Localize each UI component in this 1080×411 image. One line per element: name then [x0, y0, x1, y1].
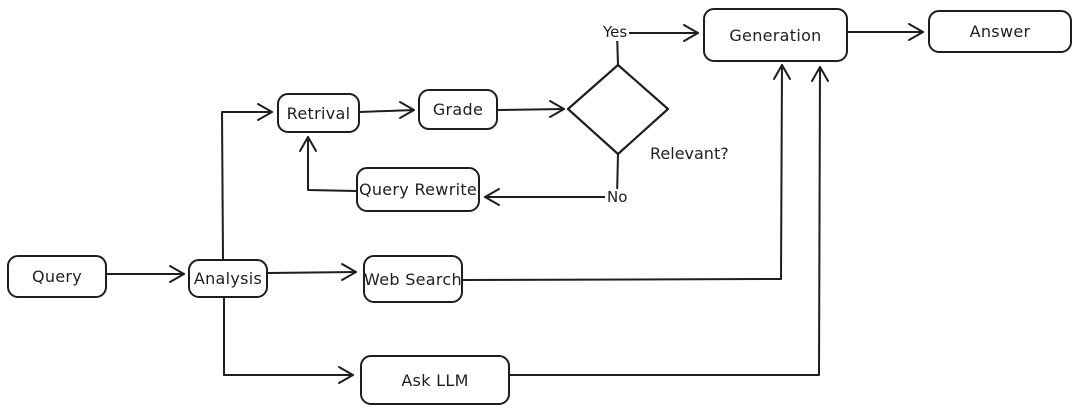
edge-analysis-askllm [223, 297, 354, 384]
relevant-diamond-label: Relevant? [650, 144, 729, 163]
node-answer-label: Answer [969, 22, 1031, 41]
edge-analysis-retrieval [221, 103, 273, 260]
node-generation: Generation [703, 8, 848, 62]
node-grade: Grade [418, 89, 498, 130]
edge-label-yes: Yes [601, 23, 630, 41]
edge-label-no: No [605, 188, 630, 206]
node-query-label: Query [31, 267, 83, 286]
node-retrieval: Retrival [277, 93, 360, 133]
edge-grade-relevant [497, 100, 565, 118]
edge-generation-answer [847, 23, 924, 41]
edge-websearch-generation [462, 64, 791, 281]
node-query-rewrite-label: Query Rewrite [358, 180, 478, 199]
edge-askllm-generation [509, 66, 829, 376]
node-web-search: Web Search [363, 255, 463, 303]
edge-queryrewrite-retrieval [299, 136, 357, 192]
node-answer: Answer [928, 10, 1072, 53]
edge-analysis-websearch [267, 263, 357, 281]
node-ask-llm-label: Ask LLM [401, 370, 469, 390]
node-analysis: Analysis [188, 259, 268, 298]
node-ask-llm: Ask LLM [360, 355, 510, 405]
edge-retrieval-grade [359, 101, 415, 119]
edge-query-analysis [106, 265, 185, 283]
node-analysis-label: Analysis [193, 269, 263, 288]
node-query-rewrite: Query Rewrite [356, 167, 480, 212]
edge-relevant-no-queryrewrite [484, 153, 619, 206]
node-retrieval-label: Retrival [286, 103, 351, 123]
node-generation-label: Generation [729, 25, 822, 45]
node-web-search-label: Web Search [364, 269, 462, 289]
relevant-diamond [566, 63, 670, 156]
node-grade-label: Grade [432, 100, 484, 119]
node-query: Query [7, 255, 107, 298]
